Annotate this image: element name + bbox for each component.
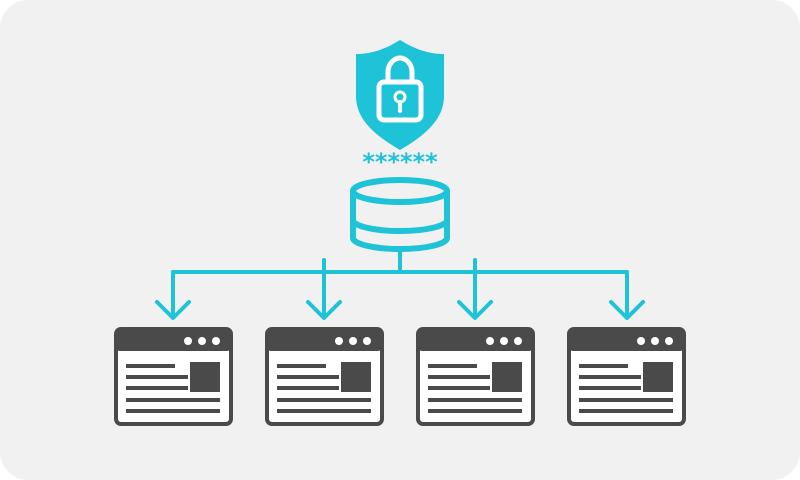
window-dot [349, 337, 357, 345]
content-line [428, 364, 477, 368]
browser-window-3 [416, 327, 535, 426]
window-dot [198, 337, 206, 345]
content-line [428, 386, 490, 390]
connector-drop-4 [609, 270, 645, 320]
window-titlebar [569, 329, 684, 351]
window-dot [665, 337, 673, 345]
browser-window-1 [114, 327, 233, 426]
database-lower-band [350, 220, 450, 253]
window-dot [184, 337, 192, 345]
padlock-body [376, 79, 424, 123]
content-line [579, 364, 628, 368]
database-icon [350, 177, 450, 253]
content-line [277, 375, 339, 379]
content-line [579, 398, 673, 402]
window-titlebar [418, 329, 533, 351]
content-line [126, 386, 188, 390]
image-placeholder [643, 362, 673, 392]
content-line [579, 375, 641, 379]
window-dot [637, 337, 645, 345]
content-line [579, 409, 673, 413]
window-dot [500, 337, 508, 345]
password-mask: ****** [362, 148, 438, 176]
connector-drop-1 [155, 270, 191, 320]
browser-window-2 [265, 327, 384, 426]
shield-lock-icon [356, 40, 444, 150]
content-line [277, 398, 371, 402]
content-line [126, 398, 220, 402]
window-titlebar [267, 329, 382, 351]
image-placeholder [190, 362, 220, 392]
window-dot [514, 337, 522, 345]
connector-lines [155, 250, 645, 320]
window-dot [212, 337, 220, 345]
shield-shape [356, 40, 444, 150]
padlock-shackle [385, 55, 415, 85]
window-titlebar [116, 329, 231, 351]
window-dot [486, 337, 494, 345]
content-line [126, 375, 188, 379]
content-line [579, 386, 641, 390]
window-dot [651, 337, 659, 345]
content-line [126, 364, 175, 368]
browser-window-4 [567, 327, 686, 426]
content-line [277, 364, 326, 368]
content-line [428, 375, 490, 379]
connector-drop-3 [457, 258, 493, 320]
content-line [126, 409, 220, 413]
content-line [428, 398, 522, 402]
content-line [428, 409, 522, 413]
window-dot [363, 337, 371, 345]
image-placeholder [492, 362, 522, 392]
image-placeholder [341, 362, 371, 392]
content-line [277, 386, 339, 390]
content-line [277, 409, 371, 413]
connector-drop-2 [306, 258, 342, 320]
window-dot [335, 337, 343, 345]
